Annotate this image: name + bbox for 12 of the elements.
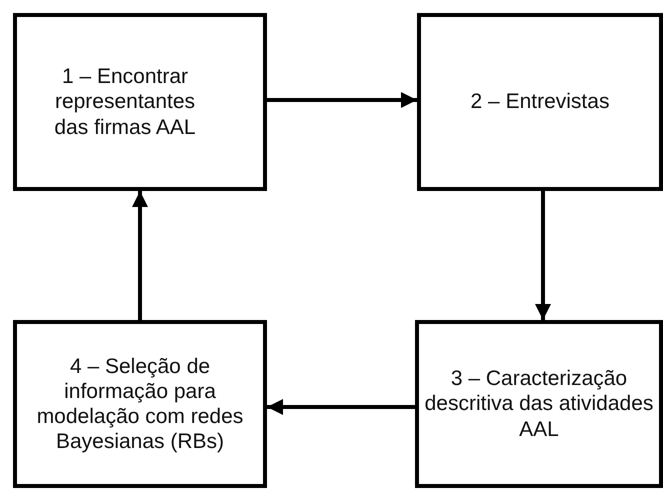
arrow [267, 92, 417, 108]
step-label: 4 – Seleção de informação para modelação com redes Bayesianas (RBs) [36, 354, 244, 454]
process-box [13, 13, 267, 191]
step-label: 3 – Caracterização descritiva das atividades AAL [424, 366, 654, 442]
arrow [535, 191, 551, 320]
process-box [13, 320, 267, 488]
process-box [415, 320, 663, 488]
process-box [417, 13, 663, 191]
step-label: 1 – Encontrar representantes das firmas AAL [53, 64, 197, 140]
arrow [132, 191, 148, 320]
arrow [267, 399, 415, 415]
step-label: 2 – Entrevistas [470, 89, 610, 115]
